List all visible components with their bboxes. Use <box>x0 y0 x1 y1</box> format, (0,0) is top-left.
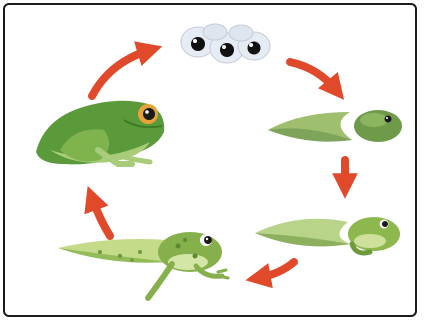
tadpole-icon <box>268 110 402 142</box>
arrow-adult-to-eggs <box>92 50 150 96</box>
frog-eggs-icon <box>181 24 270 63</box>
froglet-icon <box>58 232 228 298</box>
adult-frog-icon <box>36 101 164 165</box>
arrow-eggs-to-tadpole <box>290 62 336 90</box>
tadpole-with-legs-icon <box>255 217 400 253</box>
arrow-legs-to-froglet <box>258 262 294 278</box>
arrow-froglet-to-adult <box>92 198 110 236</box>
